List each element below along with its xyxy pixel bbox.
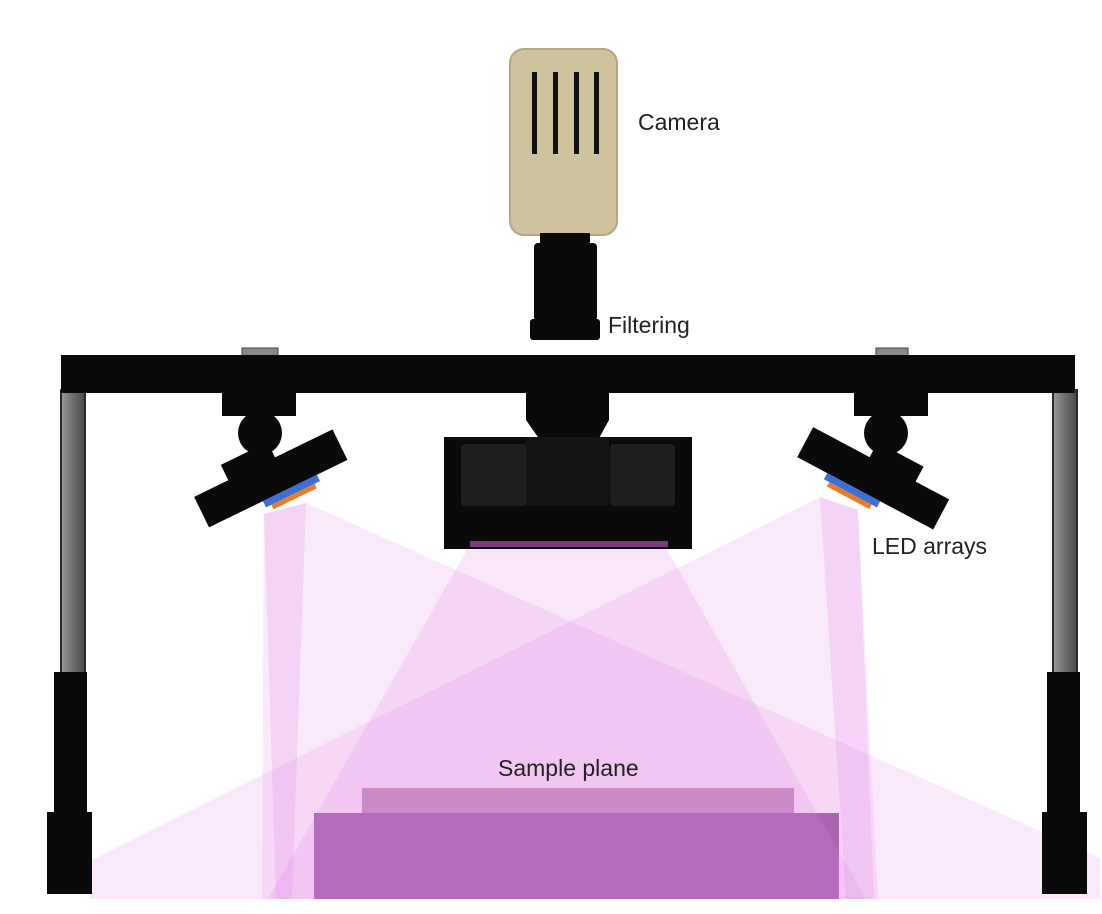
light-beams	[90, 497, 1100, 899]
camera-vent-1	[532, 72, 537, 154]
camera-vent-3	[574, 72, 579, 154]
right-led-mount-block	[854, 393, 928, 416]
left-led-mount-block	[222, 393, 296, 416]
camera-vent-2	[553, 72, 558, 154]
left-led-emitter-blue	[262, 474, 320, 508]
left-rod	[60, 389, 86, 675]
ring-light-panel-center	[526, 437, 609, 506]
left-led-emitter-orange	[271, 483, 317, 510]
left-post-upper	[54, 672, 87, 820]
camera-vent-4	[594, 72, 599, 154]
right-led-beam-vertical	[820, 497, 874, 899]
sample-plane-slab	[362, 788, 794, 815]
filter-lens-assembly	[530, 233, 600, 340]
camera-body	[509, 48, 618, 236]
camera	[509, 48, 618, 236]
ring-light-panel-left	[461, 444, 527, 506]
filter-holder	[530, 319, 600, 340]
sample-plane-label: Sample plane	[498, 755, 639, 781]
right-rod	[1052, 389, 1078, 675]
left-led-pivot	[238, 411, 282, 455]
ring-light-panel-right	[610, 444, 675, 506]
right-post-upper	[1047, 672, 1080, 820]
left-led-panel	[194, 429, 348, 528]
led-arrays-label: LED arrays	[872, 533, 987, 559]
right-led-array	[797, 393, 950, 530]
right-led-pivot	[864, 411, 908, 455]
central-bracket	[526, 393, 609, 440]
ring-light-emitter	[470, 541, 668, 547]
left-support-post	[47, 389, 92, 894]
right-support-post	[1042, 389, 1087, 894]
left-led-beam-vertical	[264, 503, 306, 899]
right-led-beam-wedge	[90, 497, 878, 899]
right-led-emitter-blue	[823, 473, 881, 508]
sample-base-block	[314, 813, 839, 899]
lens-collar	[540, 233, 590, 245]
right-led-emitter-orange	[826, 482, 872, 510]
horizontal-crossbar	[61, 355, 1075, 393]
left-led-beam-wedge	[262, 503, 1100, 899]
lens-barrel	[534, 243, 597, 321]
filtering-label: Filtering	[608, 312, 690, 338]
right-post-foot	[1042, 812, 1087, 894]
center-ring-light-beam	[268, 548, 866, 899]
left-post-foot	[47, 812, 92, 894]
central-ring-light	[444, 393, 692, 549]
right-led-panel	[797, 427, 950, 530]
camera-label: Camera	[638, 109, 720, 135]
left-led-array	[194, 393, 348, 528]
